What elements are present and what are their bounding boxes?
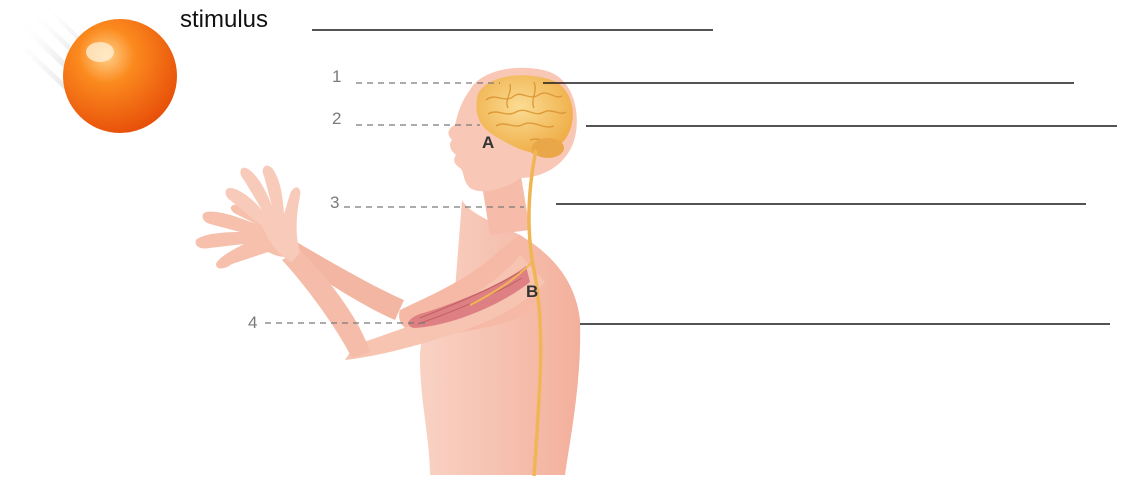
stimulus-label: stimulus bbox=[180, 8, 268, 32]
label-letter-a: A bbox=[482, 134, 494, 151]
answer-lines bbox=[543, 83, 1117, 324]
ball-highlight bbox=[86, 42, 114, 62]
label-letter-b: B bbox=[526, 283, 538, 300]
label-number-1: 1 bbox=[332, 68, 341, 85]
torso bbox=[420, 200, 580, 475]
human-figure bbox=[196, 68, 581, 476]
stimulus-ball bbox=[63, 19, 177, 133]
label-number-4: 4 bbox=[248, 314, 257, 331]
label-number-2: 2 bbox=[332, 110, 341, 127]
label-number-3: 3 bbox=[330, 194, 339, 211]
